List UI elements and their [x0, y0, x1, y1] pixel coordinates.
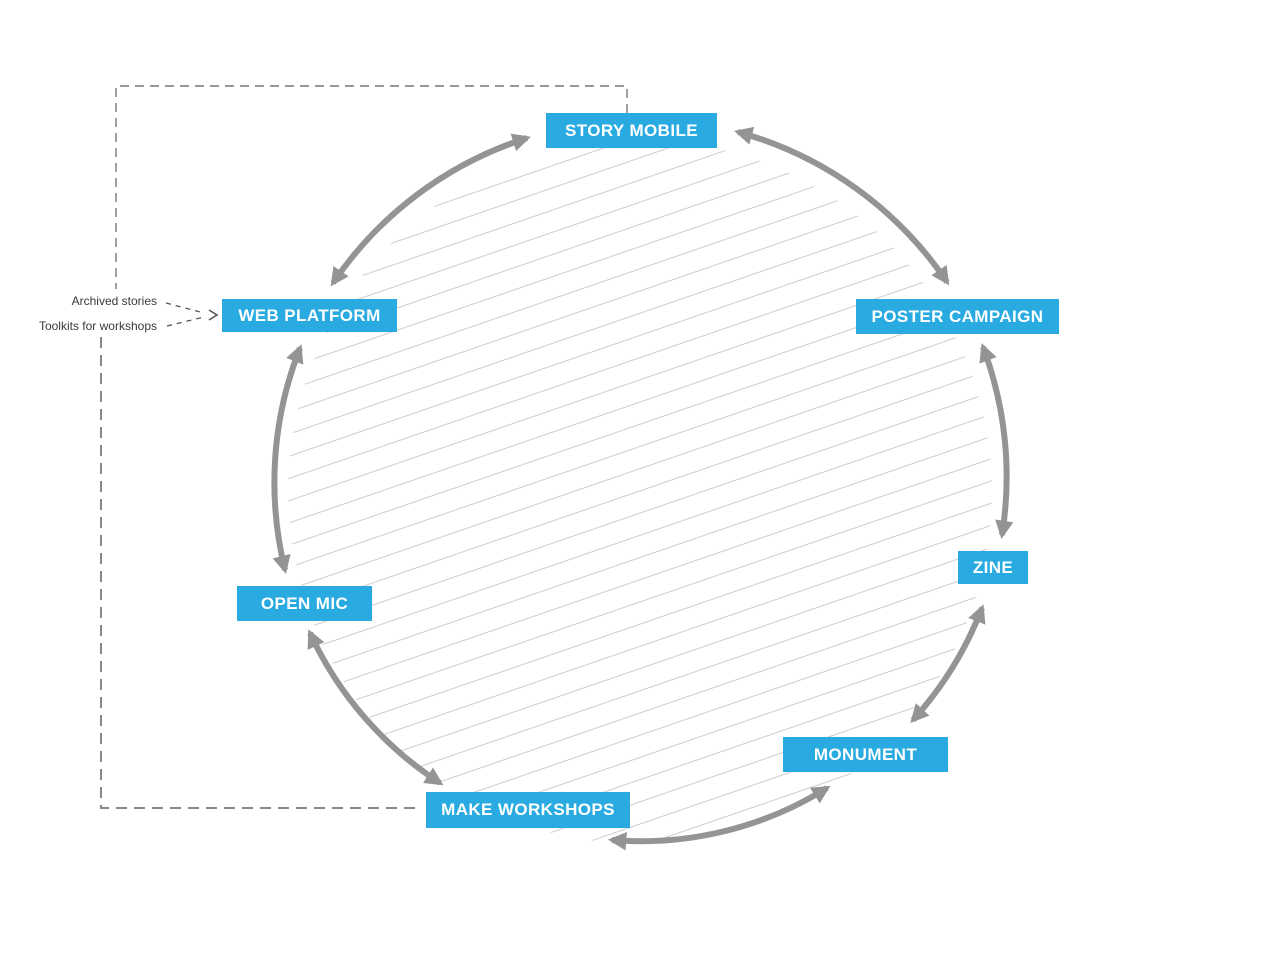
arrow-poster-campaign-zine [979, 343, 1014, 540]
node-web-platform: WEB PLATFORM [222, 299, 397, 332]
arrow-zine-monument [910, 604, 986, 724]
annotation-toolkits-for-workshops: Toolkits for workshops [38, 319, 157, 333]
node-story-mobile: STORY MOBILE [546, 113, 717, 148]
node-zine: ZINE [958, 551, 1028, 584]
arrow-monument-make-workshops [607, 785, 831, 851]
dashed-arrow-archived-stories-to-web-platform [165, 302, 205, 314]
hatched-circle [288, 140, 992, 844]
arrow-make-workshops-open-mic [307, 629, 444, 786]
dashed-arrowhead-icon [208, 309, 219, 321]
annotation-archived-stories: Archived stories [71, 294, 157, 308]
arrow-story-mobile-poster-campaign [734, 126, 950, 286]
dashed-path-toolkits-to-make-workshops [100, 337, 421, 809]
dashed-arrow-toolkits-to-web-platform [166, 316, 205, 327]
node-monument: MONUMENT [783, 737, 948, 772]
node-make-workshops: MAKE WORKSHOPS [426, 792, 630, 828]
node-poster-campaign: POSTER CAMPAIGN [856, 299, 1059, 334]
arrow-open-mic-web-platform [271, 344, 304, 574]
arrow-web-platform-story-mobile [330, 133, 531, 287]
node-open-mic: OPEN MIC [237, 586, 372, 621]
